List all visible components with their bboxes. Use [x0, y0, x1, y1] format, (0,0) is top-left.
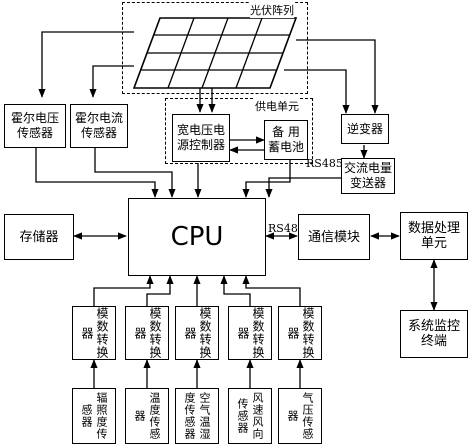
comm-module: 通信模块: [298, 214, 370, 260]
air-temp-humidity-sensor: 空气温湿度传感器: [175, 388, 219, 444]
temperature-sensor: 温度传感器: [125, 388, 169, 444]
inverter: 逆变器: [341, 114, 389, 144]
solar-panel-grid: [132, 17, 298, 89]
adc-module-4: 模数转换器: [228, 306, 272, 360]
system-monitor-terminal: 系统监控 终端: [400, 310, 468, 358]
hall-voltage-sensor: 霍尔电压 传感器: [4, 104, 66, 148]
air-pressure-sensor: 气压传感器: [278, 388, 322, 444]
ac-power-transmitter: 交流电量 变送器: [341, 158, 395, 194]
adc-module-2: 模数转换器: [125, 306, 169, 360]
power-unit-label: 供电单元: [255, 98, 299, 114]
rs485-label-mid: RS485: [268, 222, 305, 235]
storage-box: 存储器: [4, 214, 74, 260]
power-unit-frame: [165, 98, 313, 164]
adc-module-3: 模数转换器: [175, 306, 219, 360]
rs485-label-top: RS485: [306, 157, 343, 170]
data-processing-unit: 数据处理 单元: [400, 212, 468, 260]
wide-voltage-controller: 宽电压电 源控制器: [172, 114, 230, 162]
backup-battery: 备 用 蓄电池: [264, 120, 308, 160]
pv-array-label: 光伏阵列: [250, 2, 294, 18]
wind-speed-direction-sensor: 风速风向传感器: [228, 388, 272, 444]
irradiance-sensor: 辐照度传感器: [72, 388, 116, 444]
pv-array-frame: [122, 2, 308, 94]
adc-module-5: 模数转换器: [278, 306, 322, 360]
cpu-box: CPU: [128, 198, 266, 276]
adc-module-1: 模数转换器: [72, 306, 116, 360]
hall-current-sensor: 霍尔电流 传感器: [70, 104, 128, 148]
